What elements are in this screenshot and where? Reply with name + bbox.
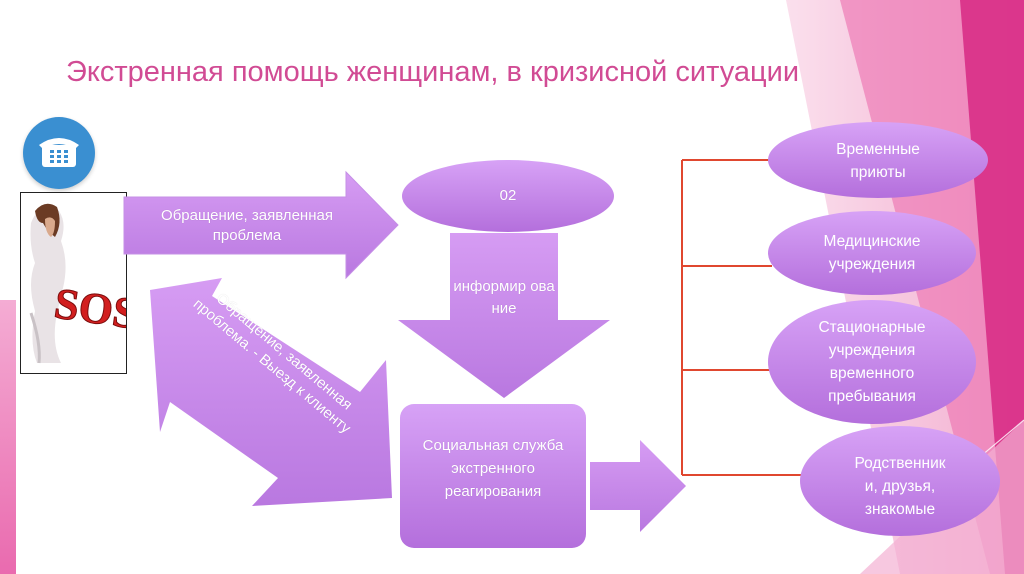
medical-institutions-label: Медицинские учреждения — [784, 230, 960, 276]
temporary-shelters-line2: приюты — [850, 164, 906, 181]
request-arrow-label: Обращение, заявленная проблема — [161, 207, 333, 244]
relatives-friends-line3: знакомые — [864, 501, 936, 518]
social-service-label: Социальная служба экстренного реагирован… — [422, 437, 564, 500]
temporary-shelters-line1: Временные — [836, 141, 920, 158]
oval-temporary-shelters — [768, 122, 988, 198]
social-service-box — [400, 404, 586, 548]
oval-02 — [402, 160, 614, 232]
return-double-arrow — [150, 278, 392, 506]
stationary-institutions-line2: учреждения — [828, 342, 916, 359]
relatives-friends-line2: и, друзья, — [864, 478, 936, 495]
stationary-institutions-label: Стационарные учреждения временного пребы… — [784, 316, 960, 408]
stationary-institutions-line1: Стационарные — [818, 319, 926, 336]
relatives-friends-line1: Родственник — [854, 455, 946, 472]
inform-arrow-label: информир ование — [453, 278, 555, 317]
medical-institutions-line1: Медицинские — [823, 233, 921, 250]
destinations-bracket — [681, 159, 804, 476]
oval-medical-institutions — [768, 211, 976, 295]
sos-photo: SOS — [20, 192, 127, 374]
medical-institutions-line2: учреждения — [828, 256, 916, 273]
left-pink-strip — [0, 300, 16, 574]
to-destinations-arrow — [590, 440, 686, 532]
temporary-shelters-label: Временные приюты — [790, 138, 966, 184]
inform-down-arrow — [398, 233, 610, 398]
phone-icon — [23, 117, 95, 189]
stationary-institutions-line3: временного — [829, 365, 915, 382]
relatives-friends-label: Родственник и, друзья, знакомые — [812, 452, 988, 521]
stationary-institutions-line4: пребывания — [828, 388, 916, 405]
slide-title: Экстренная помощь женщинам, в кризисной … — [66, 56, 800, 88]
oval-02-label: 02 — [499, 187, 517, 204]
oval-relatives-friends — [800, 426, 1000, 536]
request-arrow — [123, 170, 399, 280]
oval-stationary-institutions — [768, 300, 976, 424]
